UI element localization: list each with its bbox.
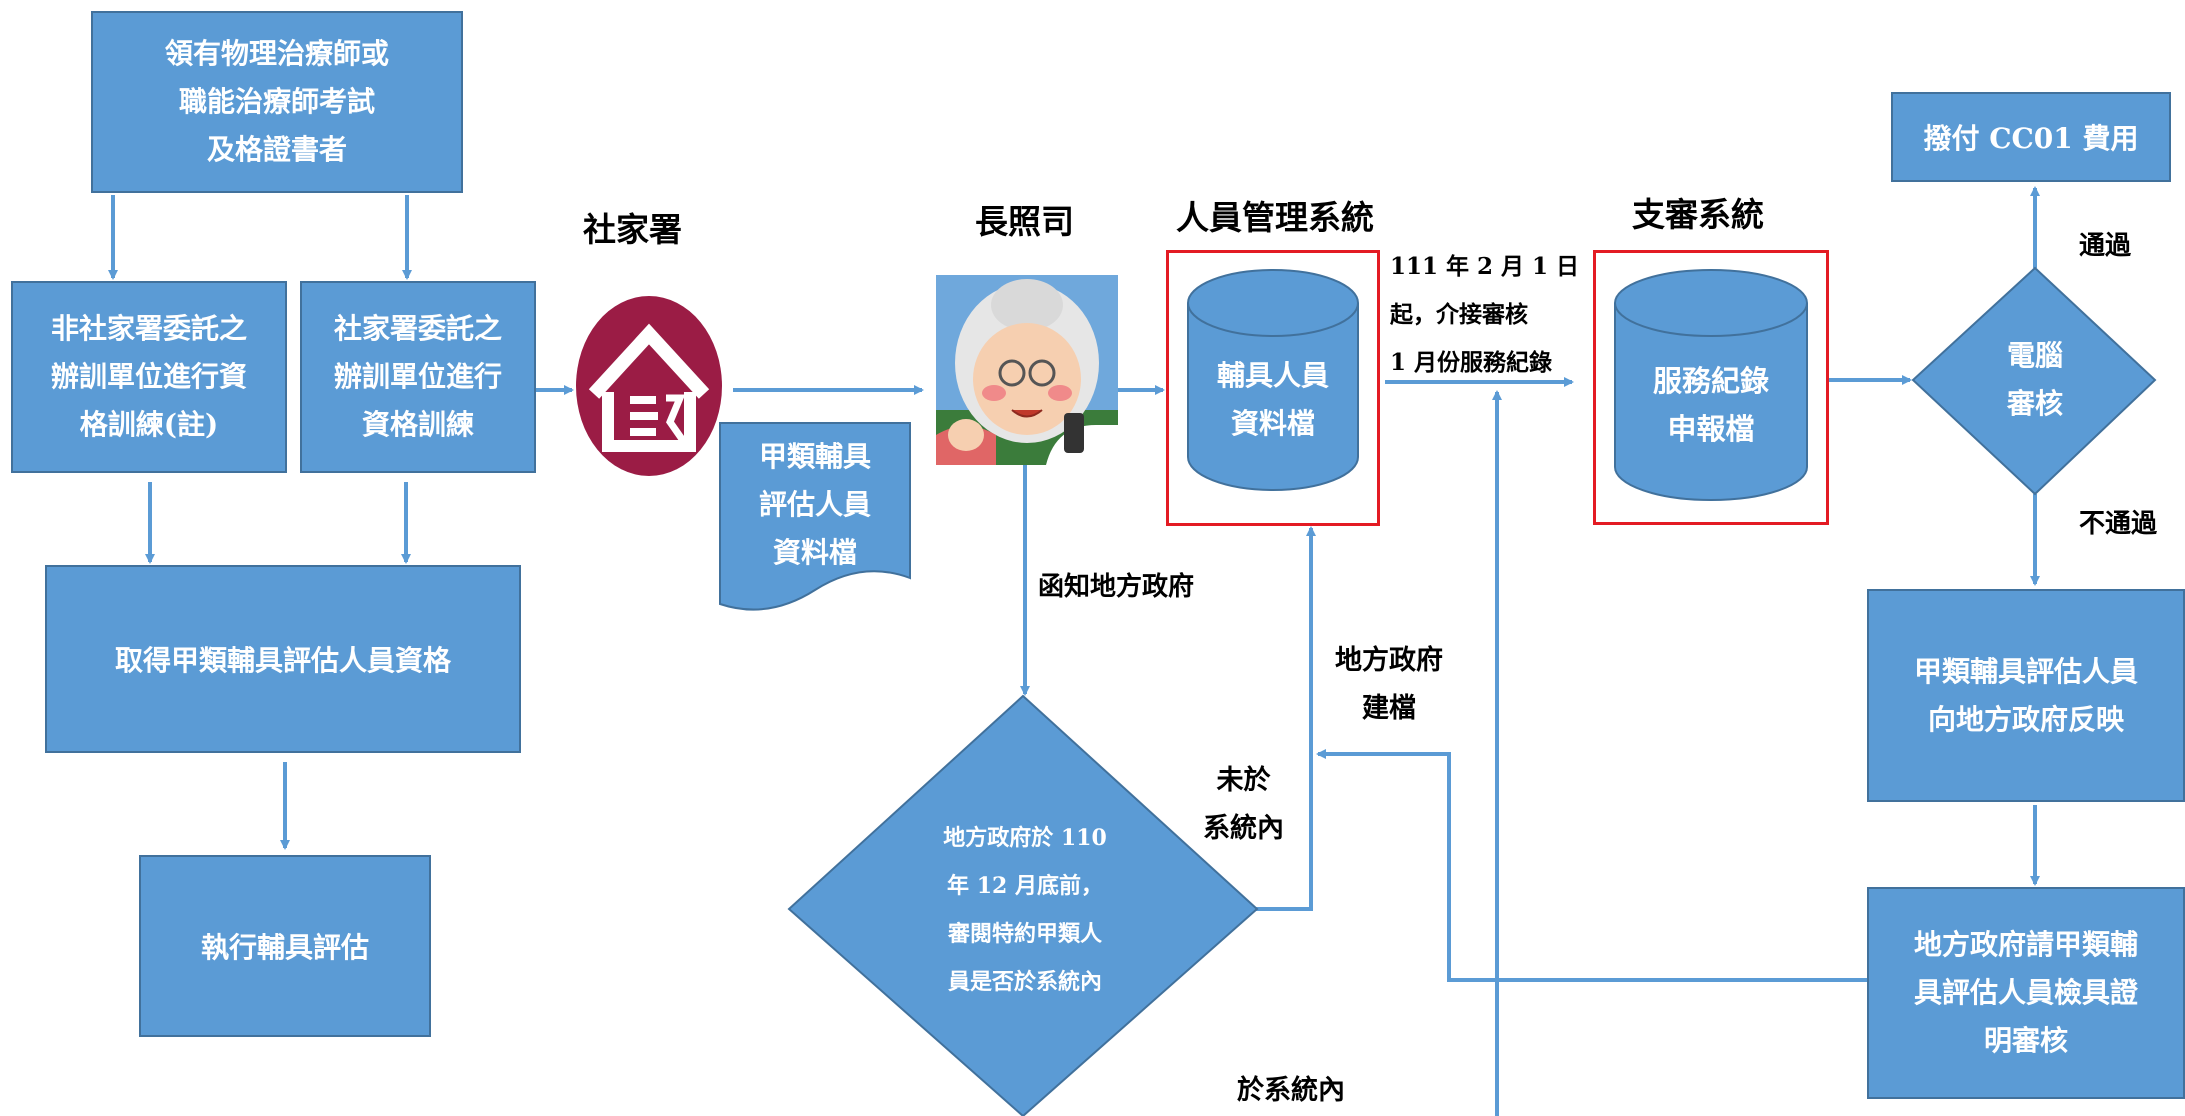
personnel-file-document-shape [719,422,911,611]
personnel-system-frame [1166,250,1380,526]
obtain-qualification-text: 取得甲類輔具評估人員資格 [114,644,451,677]
personnel-file-text: 甲類輔具 評估人員 資料檔 [758,440,871,569]
commissioned-training-text: 社家署委託之 辦訓單位進行 資格訓練 [333,312,502,441]
obtain-qualification-box: 取得甲類輔具評估人員資格 [45,565,521,753]
personnel-system-heading: 人員管理系統 [1176,198,1374,237]
aid-personnel-db-text: 輔具人員 資料檔 [1216,359,1329,440]
gov-review-diamond-shape [787,694,1259,1116]
claim-system-frame [1593,250,1829,525]
non-commissioned-training-text: 非社家署委託之 辦訓單位進行資 格訓練(註) [50,312,247,441]
gov-register-label: 地方政府 建檔 [1335,645,1443,724]
gov-verify-box: 地方政府請甲類輔 具評估人員檢具證 明審核 [1867,887,2185,1099]
grandma-mascot-icon [936,275,1118,465]
pay-fee-box: 撥付 CC01 費用 [1891,92,2171,182]
sfaa-heading: 社家署 [583,210,682,249]
service-records-db-text: 服務紀錄 申報檔 [1652,364,1769,446]
qualified-box-text: 領有物理治療師或 職能治療師考試 及格證書者 [164,37,389,166]
report-to-gov-text: 甲類輔具評估人員 向地方政府反映 [1913,654,2138,736]
claim-system-heading: 支審系統 [1632,195,1764,234]
pay-fee-text: 撥付 CC01 費用 [1923,122,2139,155]
report-to-gov-box: 甲類輔具評估人員 向地方政府反映 [1867,589,2185,802]
ltc-dept-heading: 長照司 [975,202,1074,241]
start-date-label: 111 年 2 月 1 日 起，介接審核 1 月份服務紀錄 [1390,253,1580,376]
not-in-system-label: 未於 系統內 [1203,765,1284,844]
notify-gov-label: 函知地方政府 [1038,572,1195,602]
fail-label: 不通過 [2079,509,2158,539]
execute-assessment-text: 執行輔具評估 [200,931,369,964]
commissioned-training-box: 社家署委託之 辦訓單位進行 資格訓練 [300,281,536,473]
pass-label: 通過 [2079,231,2132,261]
gov-review-text: 地方政府於 110 年 12 月底前， 審閱特約甲類人 員是否於系統內 [943,825,1107,995]
service-records-cylinder-shape [1614,269,1808,501]
non-commissioned-training-box: 非社家署委託之 辦訓單位進行資 格訓練(註) [11,281,287,473]
gov-verify-text: 地方政府請甲類輔 具評估人員檢具證 明審核 [1913,928,2138,1057]
qualified-box: 領有物理治療師或 職能治療師考試 及格證書者 [91,11,463,193]
computer-review-text: 電腦 審核 [2006,339,2063,420]
in-system-label: 於系統內 [1237,1075,1345,1106]
aid-personnel-cylinder-shape [1187,269,1359,491]
sfaa-house-logo-icon [576,296,722,476]
execute-assessment-box: 執行輔具評估 [139,855,431,1037]
computer-review-diamond-shape [1911,266,2157,496]
